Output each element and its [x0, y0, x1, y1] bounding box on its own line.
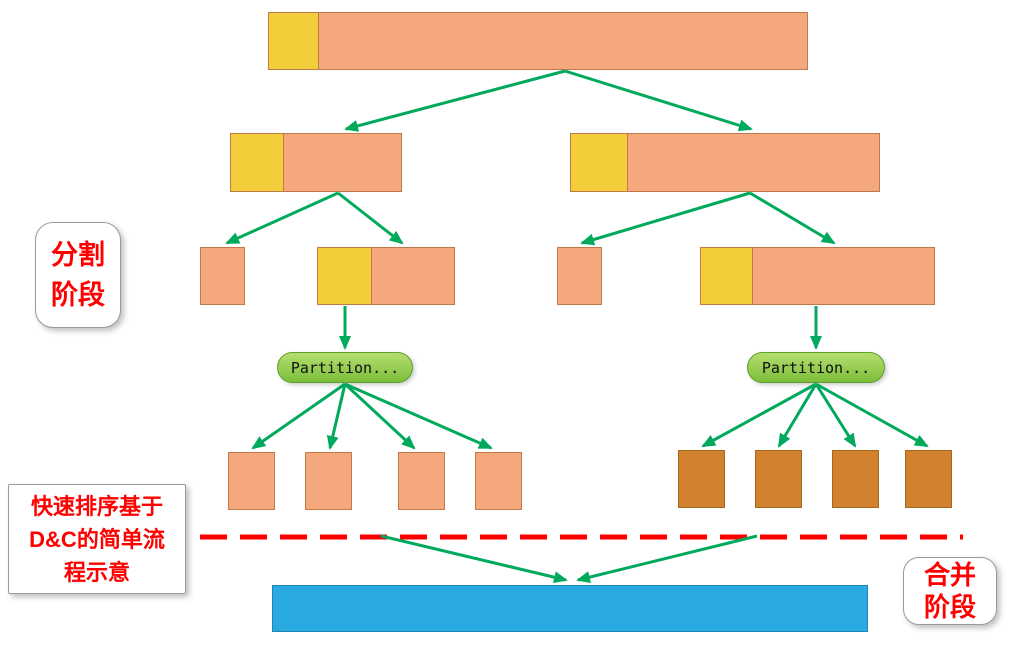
sorted-block-3: [832, 450, 879, 508]
split-phase-text-line2: 阶段: [51, 280, 105, 310]
partition-node-left: Partition...: [277, 352, 413, 383]
array-left-sub: [317, 247, 455, 305]
split-arrow: [225, 191, 339, 245]
pivot-segment: [231, 134, 284, 191]
pivot-segment: [701, 248, 753, 304]
sorted-block-2: [755, 450, 802, 508]
split-arrow: [337, 191, 404, 245]
sorted-block-1: [678, 450, 725, 508]
split-arrow: [749, 191, 836, 245]
fanout-arrow: [251, 382, 346, 450]
merge-arrow: [380, 534, 568, 584]
merge-arrow: [576, 534, 758, 583]
pivot-segment: [269, 13, 319, 69]
split-arrow: [344, 69, 566, 132]
split-arrow: [564, 69, 753, 132]
caption-text-line3: 程示意: [63, 559, 130, 585]
pivot-segment: [318, 248, 372, 304]
fanout-arrow: [701, 382, 817, 448]
fanout-arrow: [814, 383, 857, 448]
fanout-arrow: [343, 382, 416, 450]
merged-array: [272, 585, 868, 632]
array-right-single: [557, 247, 602, 305]
pivot-segment: [571, 134, 628, 191]
fanout-arrow: [815, 382, 929, 448]
split-phase-text-line1: 分割: [51, 239, 105, 270]
array-right-sub: [700, 247, 935, 305]
split-arrow: [580, 191, 751, 246]
split-phase-label: 分割 阶段: [35, 222, 121, 328]
caption-label: 快速排序基于 D&C的简单流 程示意: [8, 484, 186, 594]
array-right-half: [570, 133, 880, 192]
leaf-block-3: [398, 452, 445, 510]
caption-text-line2: D&C的简单流: [29, 526, 165, 552]
partition-node-right: Partition...: [747, 352, 885, 383]
array-root: [268, 12, 808, 70]
fanout-arrow: [326, 383, 347, 450]
partition-label: Partition...: [761, 358, 871, 377]
fanout-arrow: [344, 382, 493, 450]
leaf-block-4: [475, 452, 522, 510]
fanout-arrow: [777, 383, 818, 448]
array-left-single: [200, 247, 245, 305]
merge-phase-label: 合并 阶段: [903, 557, 997, 625]
leaf-block-2: [305, 452, 352, 510]
merge-phase-text-line2: 阶段: [923, 592, 976, 622]
array-left-half: [230, 133, 402, 192]
partition-label: Partition...: [290, 358, 400, 377]
leaf-block-1: [228, 452, 275, 510]
sorted-block-4: [905, 450, 952, 508]
caption-text-line1: 快速排序基于: [30, 493, 163, 519]
merge-phase-text-line1: 合并: [923, 559, 976, 590]
